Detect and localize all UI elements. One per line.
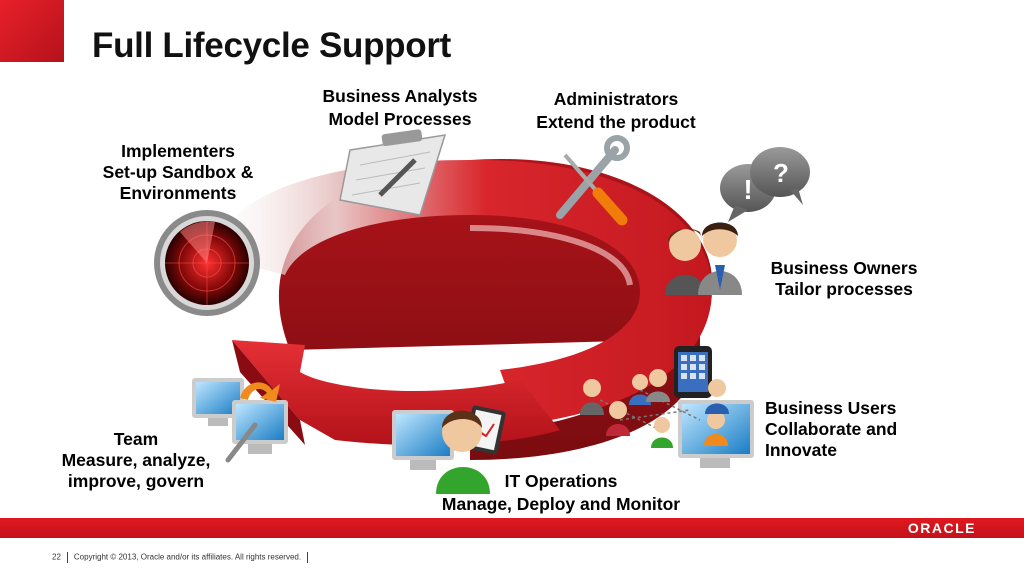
question-glyph: ? [773,158,789,188]
footer-bar [0,518,1024,538]
users-task-2: Innovate [765,440,837,460]
administrators-task: Extend the product [536,112,696,132]
ring-top [210,159,712,425]
analysts-task: Model Processes [328,109,472,129]
business-owners-icon [665,222,742,295]
team-task: Measure, analyze, [61,450,211,470]
team-monitors-icon [192,378,288,463]
clipboard-icon [339,129,447,216]
analysts-label: Business Analysts Model Processes [300,86,500,130]
oracle-logo: ORACLE [907,520,976,536]
footer-divider [66,552,68,563]
tools-icon [556,135,630,226]
implementers-role: Implementers [121,141,235,161]
it-operations-label: IT Operations Manage, Deploy and Monitor [400,471,722,515]
ring-highlight [469,225,633,286]
it-operations-icon [392,405,506,494]
page-number: 22 [52,552,61,562]
footer-divider-end [307,552,309,563]
corner-accent [0,0,64,62]
implementers-task-2: Environments [119,183,237,203]
team-label: Team Measure, analyze, improve, govern [40,429,232,492]
team-role: Team [113,429,159,449]
implementers-task: Set-up Sandbox & [102,162,254,182]
implementers-label: Implementers Set-up Sandbox & Environmen… [78,141,278,204]
users-task: Collaborate and [765,419,898,439]
it-operations-task: Manage, Deploy and Monitor [441,494,681,514]
it-operations-role: IT Operations [504,471,618,491]
radar-icon [154,210,260,316]
users-label: Business Users Collaborate and Innovate [765,398,965,461]
exclaim-glyph: ! [743,174,752,205]
page-title: Full Lifecycle Support [92,26,452,65]
speech-bubbles-icon [720,147,810,222]
team-task-2: improve, govern [67,471,205,491]
footer: 22 Copyright © 2013, Oracle and/or its af… [52,552,314,563]
analysts-role: Business Analysts [322,86,478,106]
business-users-icon [580,346,754,468]
administrators-role: Administrators [553,89,679,109]
owners-role: Business Owners [770,258,918,278]
users-role: Business Users [765,398,897,418]
owners-task: Tailor processes [775,279,913,299]
copyright-text: Copyright © 2013, Oracle and/or its affi… [73,552,302,562]
question-bubble [750,147,810,197]
administrators-label: Administrators Extend the product [508,89,724,133]
owners-label: Business Owners Tailor processes [750,258,938,300]
